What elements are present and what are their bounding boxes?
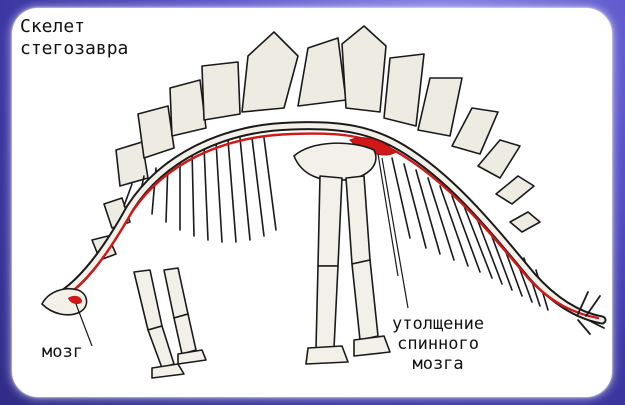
- back-plate: [510, 212, 540, 232]
- brain-label: мозг: [42, 342, 83, 362]
- diagram-title: Скелет стегозавра: [20, 16, 128, 60]
- back-plate: [418, 78, 462, 136]
- stegosaurus-skeleton: [12, 8, 612, 397]
- back-plate: [384, 54, 424, 126]
- back-plate: [496, 176, 534, 204]
- hind-foot2: [354, 336, 390, 356]
- thickening-pointer: [382, 158, 408, 308]
- back-plate: [170, 80, 206, 136]
- front-leg2-upper: [164, 268, 188, 318]
- legs: [134, 176, 390, 378]
- thickening-label-line-2: спинного: [392, 334, 484, 354]
- back-plate: [452, 108, 498, 154]
- hind-foot: [306, 346, 348, 364]
- hind-leg-lower: [316, 266, 338, 348]
- hind-leg2-lower: [352, 260, 378, 340]
- front-leg-upper: [134, 270, 162, 330]
- front-leg-lower: [148, 326, 174, 368]
- skull: [42, 289, 87, 315]
- spinal-thickening-label: утолщение спинного мозга: [392, 314, 484, 374]
- brain-pointer: [76, 304, 92, 346]
- front-foot: [152, 364, 184, 378]
- back-plate: [342, 26, 386, 112]
- hind-leg2-upper: [346, 176, 370, 264]
- title-line-2: стегозавра: [20, 38, 128, 60]
- pelvis: [294, 143, 376, 180]
- hind-leg-upper: [318, 176, 342, 266]
- front-leg2-lower: [174, 314, 196, 354]
- title-line-1: Скелет: [20, 16, 128, 38]
- back-plate: [242, 32, 298, 112]
- back-plate: [202, 62, 240, 120]
- diagram-card: Скелет стегозавра мозг утолщение спинног…: [12, 8, 612, 397]
- back-plate: [298, 38, 346, 106]
- thickening-label-line-3: мозга: [392, 354, 484, 374]
- back-plates: [92, 26, 540, 260]
- back-plate: [138, 106, 174, 158]
- thickening-label-line-1: утолщение: [392, 314, 484, 334]
